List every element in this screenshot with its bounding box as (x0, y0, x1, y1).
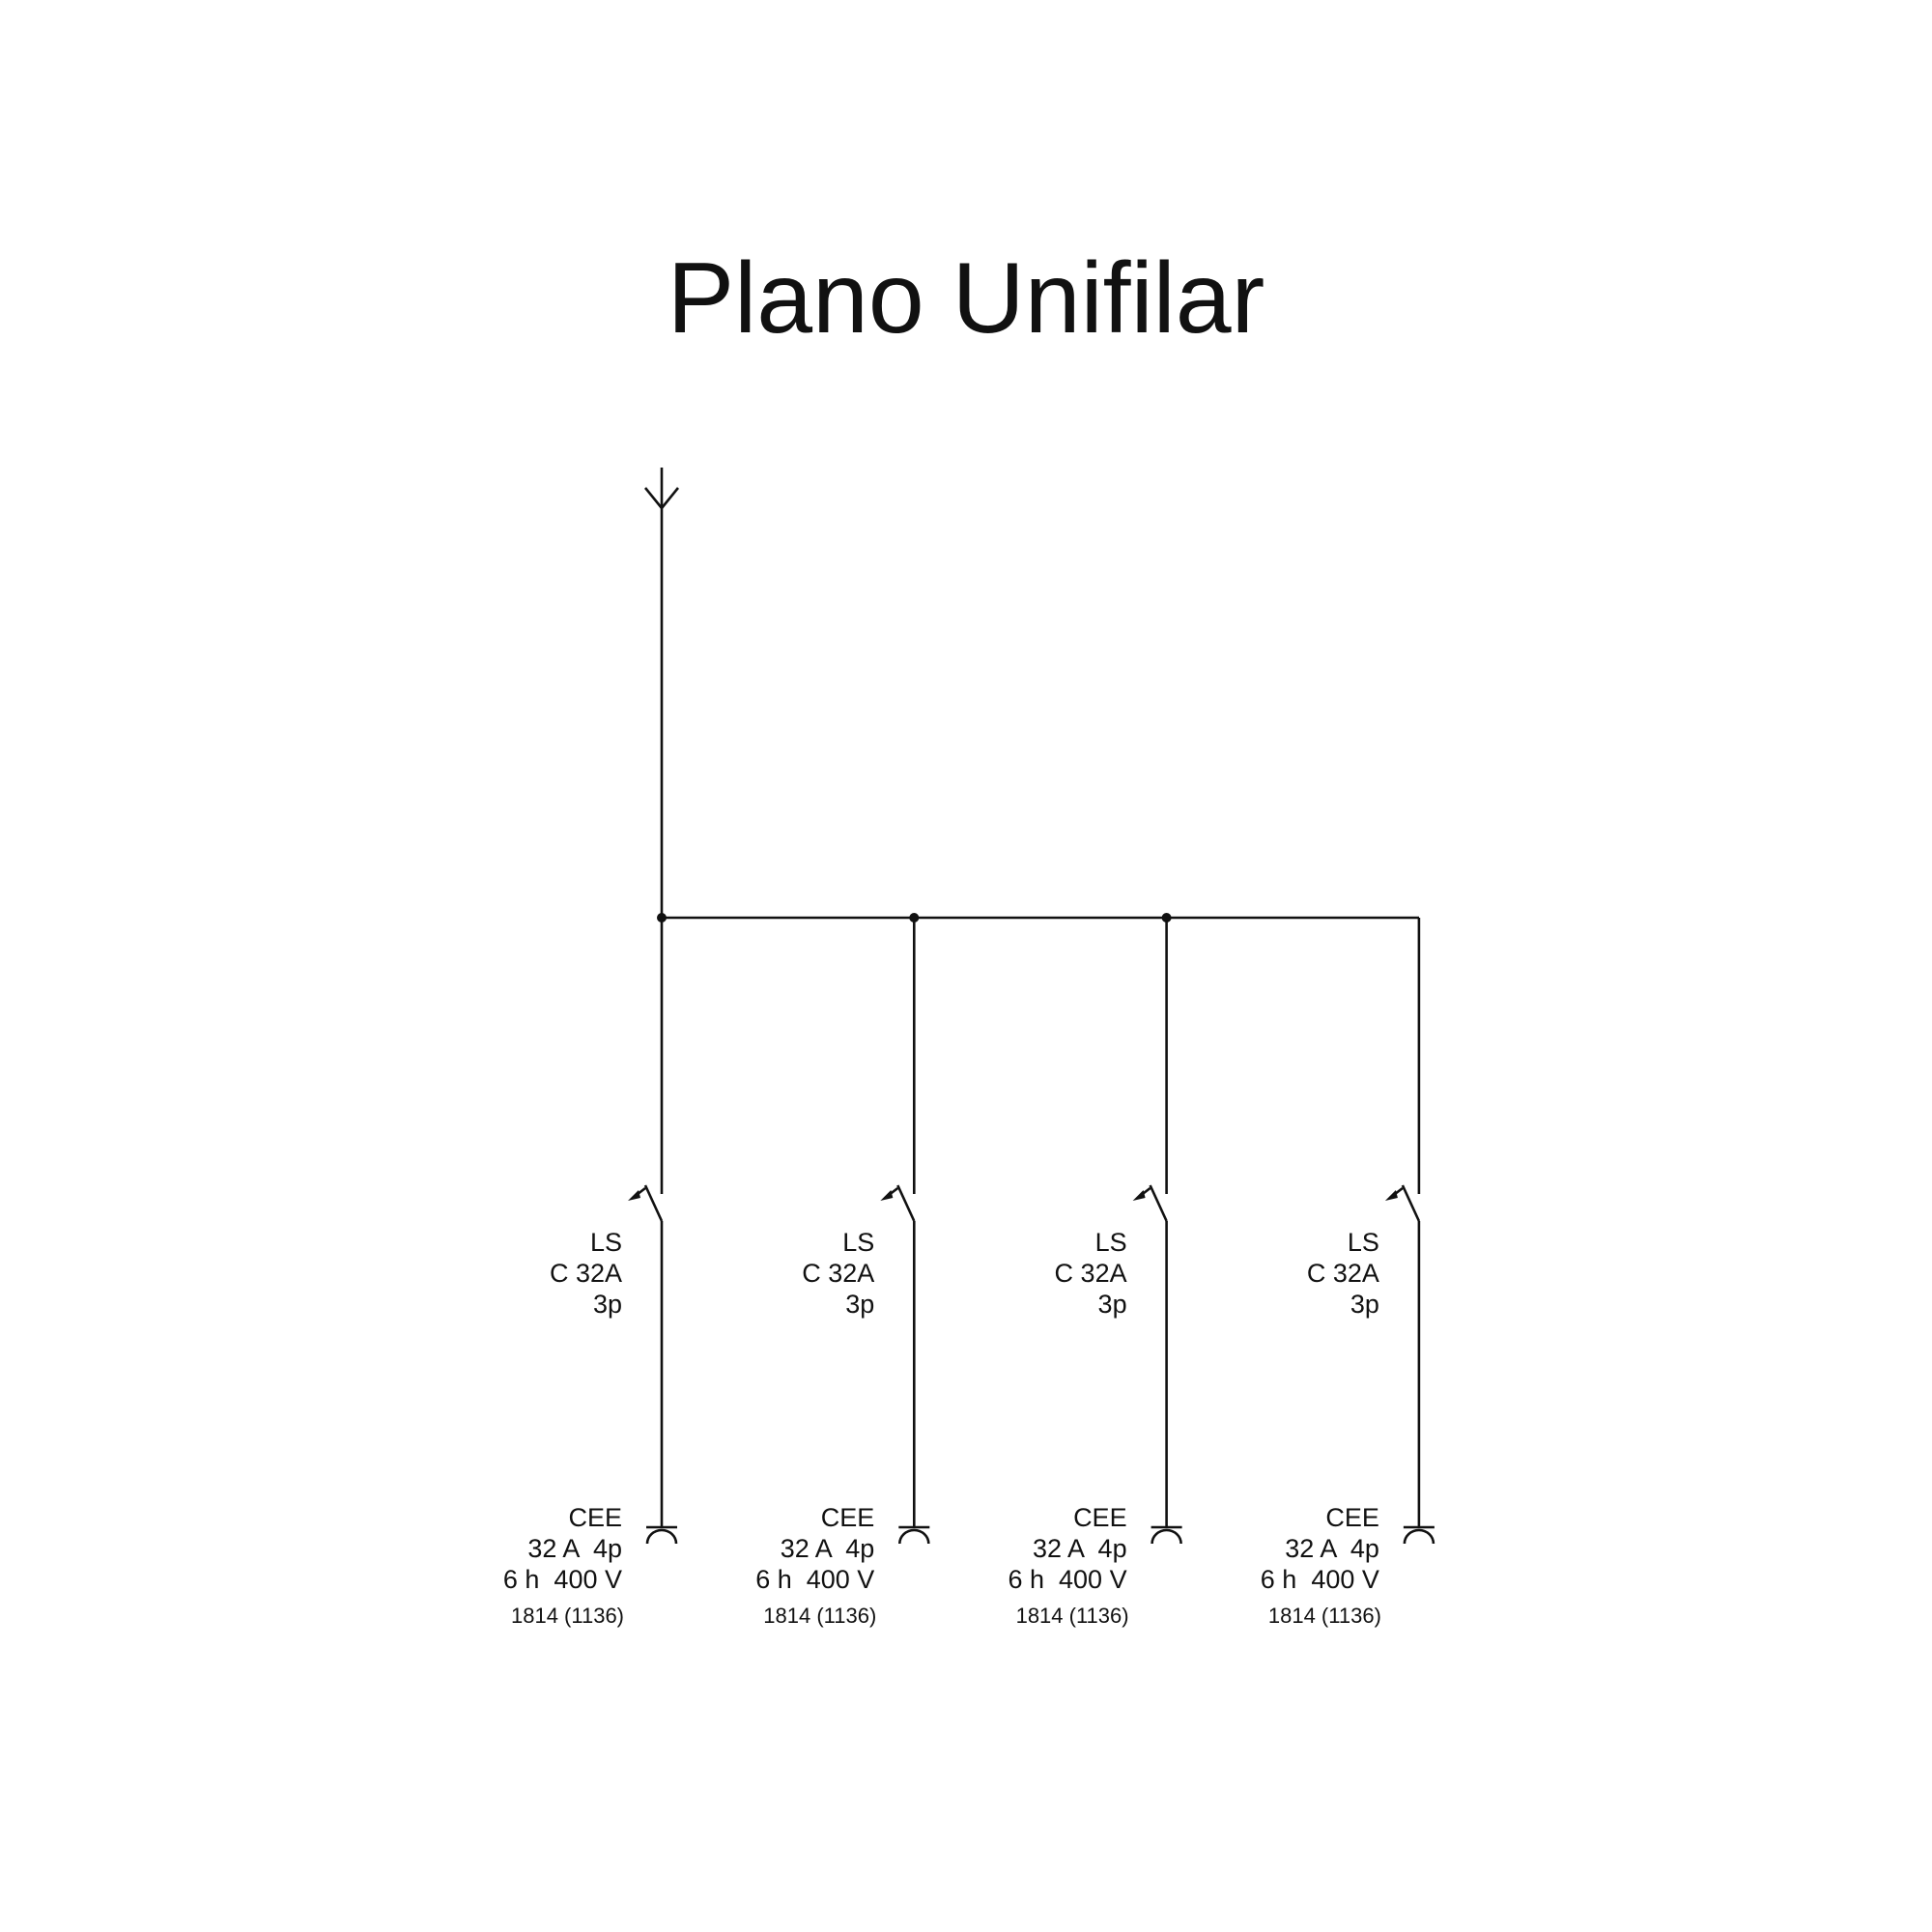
socket-label: 6 h 400 V (1261, 1565, 1379, 1594)
socket-label: 6 h 400 V (503, 1565, 622, 1594)
circuit-id: 1814 (1136) (763, 1604, 876, 1628)
socket-outlet-icon (898, 1525, 930, 1545)
breaker-label: LS (842, 1228, 874, 1257)
breaker-label: C 32A (802, 1259, 874, 1288)
socket-label: 6 h 400 V (1008, 1565, 1126, 1594)
socket-outlet-icon (1151, 1525, 1182, 1545)
socket-label: 32 A 4p (781, 1534, 875, 1563)
breaker-label: LS (1095, 1228, 1127, 1257)
socket-label: 32 A 4p (1285, 1534, 1379, 1563)
breaker-label: LS (590, 1228, 622, 1257)
circuit-breaker-icon (1132, 1184, 1168, 1222)
breaker-label: 3p (1098, 1290, 1127, 1319)
breaker-label: 3p (593, 1290, 622, 1319)
socket-outlet-icon (645, 1525, 678, 1545)
circuit-breaker-icon (628, 1184, 664, 1222)
socket-label: 32 A 4p (527, 1534, 622, 1563)
supply-arrow-icon (643, 468, 680, 918)
breaker-label: C 32A (1307, 1259, 1379, 1288)
junction-dot (657, 913, 667, 923)
circuit-breaker-icon (880, 1184, 916, 1222)
socket-outlet-icon (1403, 1525, 1435, 1545)
socket-label: 32 A 4p (1033, 1534, 1127, 1563)
socket-label: CEE (821, 1503, 875, 1532)
socket-label: 6 h 400 V (755, 1565, 874, 1594)
socket-label: CEE (568, 1503, 622, 1532)
breaker-label: C 32A (1055, 1259, 1127, 1288)
circuit-id: 1814 (1136) (1268, 1604, 1381, 1628)
socket-label: CEE (1073, 1503, 1127, 1532)
circuit-id: 1814 (1136) (511, 1604, 624, 1628)
breaker-label: 3p (845, 1290, 874, 1319)
junction-dot (1161, 913, 1172, 923)
circuit-breaker-icon (1384, 1184, 1421, 1222)
socket-label: CEE (1325, 1503, 1379, 1532)
breaker-label: C 32A (550, 1259, 622, 1288)
circuit-id: 1814 (1136) (1016, 1604, 1129, 1628)
junction-dot (909, 913, 920, 923)
page-title: Plano Unifilar (668, 242, 1265, 355)
breaker-label: 3p (1350, 1290, 1379, 1319)
breaker-label: LS (1348, 1228, 1379, 1257)
